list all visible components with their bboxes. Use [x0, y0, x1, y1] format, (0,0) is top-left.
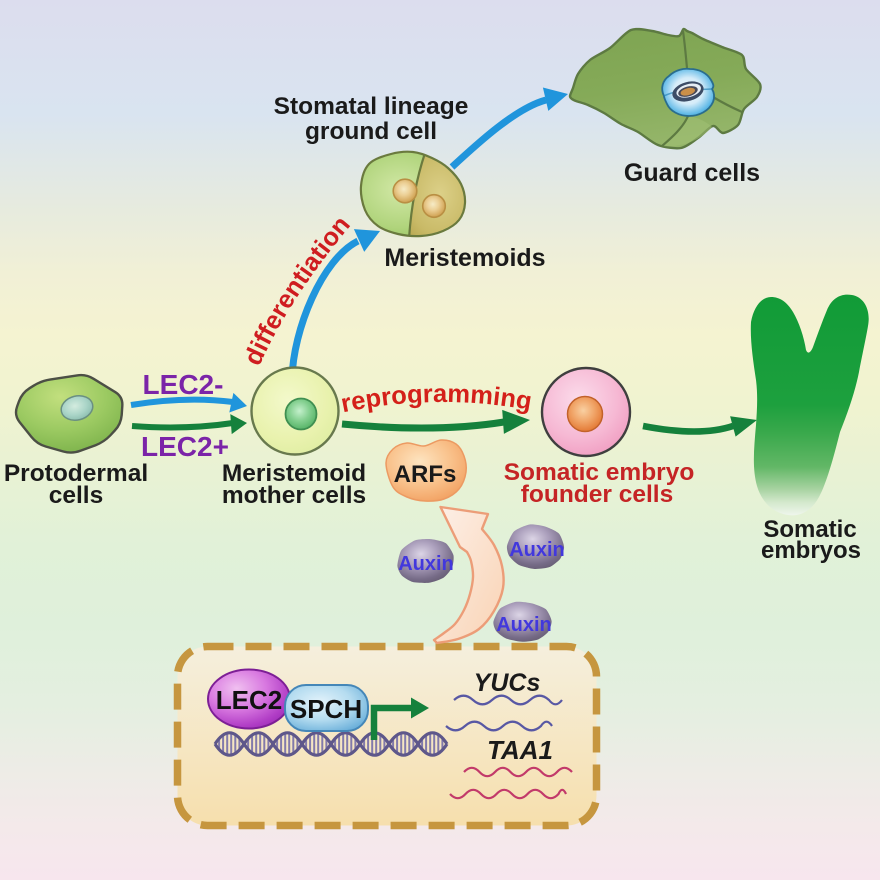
svg-text:LEC2+: LEC2+ [141, 431, 229, 462]
svg-text:Protodermal: Protodermal [4, 460, 148, 487]
svg-text:cells: cells [49, 482, 104, 509]
svg-text:Meristemoid: Meristemoid [222, 460, 366, 487]
svg-text:Guard cells: Guard cells [624, 159, 760, 187]
svg-text:SPCH: SPCH [290, 694, 362, 724]
svg-text:Meristemoids: Meristemoids [384, 244, 545, 272]
svg-text:YUCs: YUCs [474, 669, 541, 697]
svg-text:Stomatal lineage: Stomatal lineage [274, 93, 469, 120]
svg-text:ground cell: ground cell [305, 118, 437, 145]
svg-text:Auxin: Auxin [509, 539, 565, 561]
svg-text:Somatic: Somatic [763, 516, 856, 543]
svg-text:LEC2-: LEC2- [143, 369, 224, 400]
svg-text:Auxin: Auxin [398, 553, 454, 575]
svg-text:embryos: embryos [761, 537, 861, 564]
svg-text:ARFs: ARFs [394, 461, 457, 488]
svg-text:TAA1: TAA1 [487, 735, 553, 765]
svg-text:Auxin: Auxin [496, 614, 552, 636]
svg-text:mother cells: mother cells [222, 482, 366, 509]
svg-text:Somatic embryo: Somatic embryo [504, 459, 695, 486]
svg-text:founder cells: founder cells [521, 481, 673, 508]
svg-text:LEC2: LEC2 [216, 685, 282, 715]
